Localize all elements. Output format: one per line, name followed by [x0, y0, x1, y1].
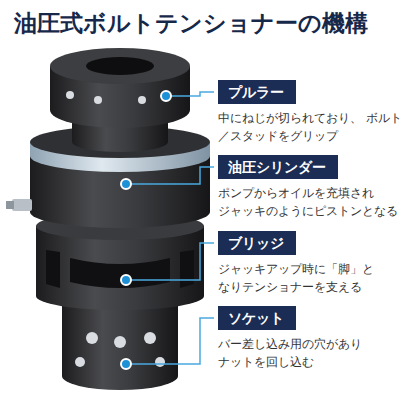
part-heading: ブリッジ	[218, 231, 296, 255]
part-callout: プルラー中にねじが切られており、 ボルト／スタッドをグリップ	[218, 80, 404, 146]
part-heading: プルラー	[218, 80, 296, 104]
part-description: ポンプからオイルを充填され ジャッキのようにピストンとなる	[218, 185, 404, 221]
part-description: 中にねじが切られており、 ボルト／スタッドをグリップ	[218, 110, 404, 146]
part-description: バー差し込み用の穴があり ナットを回し込む	[218, 336, 404, 372]
part-heading: 油圧シリンダー	[218, 155, 338, 179]
part-description: ジャッキアップ時に「脚」と なりテンショナーを支える	[218, 261, 404, 297]
part-callout: 油圧シリンダーポンプからオイルを充填され ジャッキのようにピストンとなる	[218, 155, 404, 221]
diagram-title: 油圧式ボルトテンショナーの機構	[14, 8, 368, 39]
part-callout: ソケットバー差し込み用の穴があり ナットを回し込む	[218, 306, 404, 372]
part-callout: ブリッジジャッキアップ時に「脚」と なりテンショナーを支える	[218, 231, 404, 297]
part-heading: ソケット	[218, 306, 296, 330]
